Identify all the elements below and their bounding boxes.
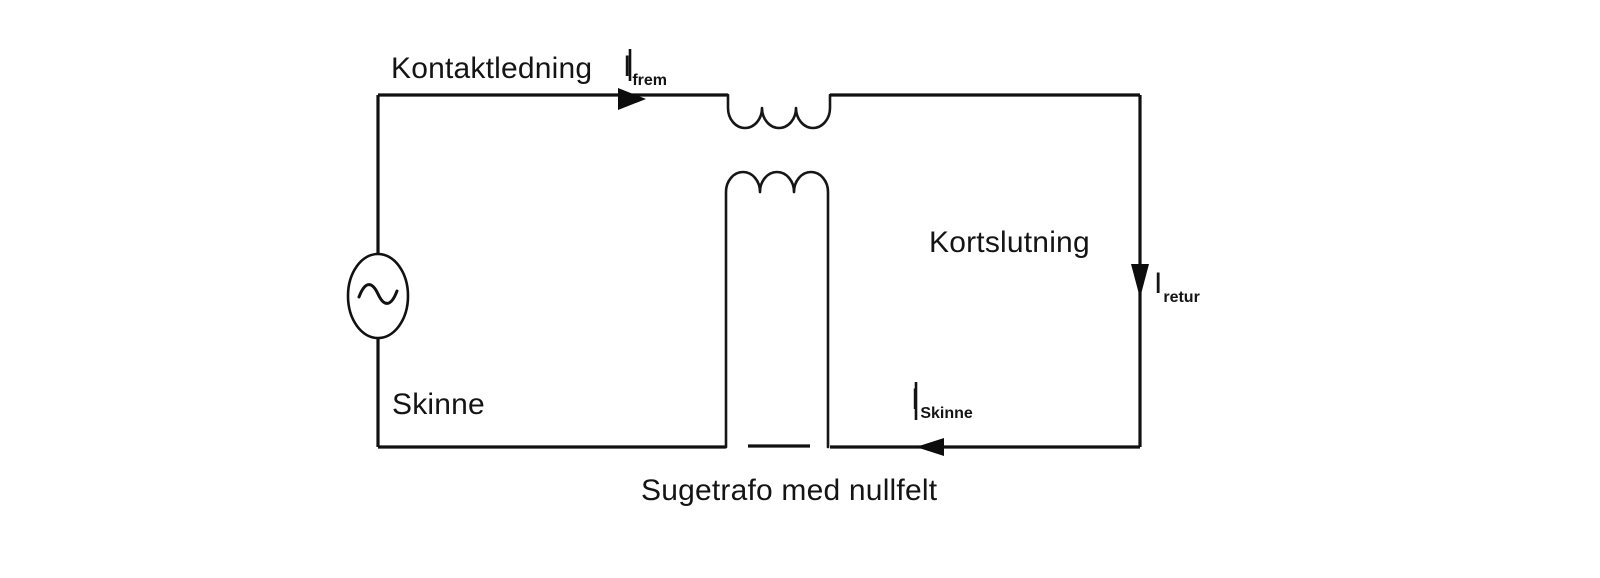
current-label-frem: Ifrem <box>623 50 667 89</box>
current-arrow-frem <box>618 88 646 110</box>
current-subscript-frem: frem <box>632 72 668 90</box>
current-arrow-skinne <box>916 438 944 456</box>
current-label-retur: Iretur <box>1154 267 1200 306</box>
current-subscript-retur: retur <box>1163 289 1200 307</box>
current-subscript-skinne: Skinne <box>920 405 973 423</box>
current-arrow-retur <box>1131 264 1149 298</box>
label-skinne: Skinne <box>392 388 485 421</box>
label-kontaktledning: Kontaktledning <box>391 52 593 85</box>
secondary-winding-coil <box>724 170 830 449</box>
ac-source-sine-icon <box>357 283 399 305</box>
label-caption-sugetrafo: Sugetrafo med nullfelt <box>641 474 938 507</box>
current-symbol-frem: I <box>623 50 632 83</box>
current-symbol-retur: I <box>1154 267 1163 300</box>
current-symbol-skinne: I <box>911 383 920 416</box>
label-kortslutning: Kortslutning <box>929 226 1090 259</box>
current-label-skinne: ISkinne <box>911 383 973 422</box>
primary-winding-coil <box>726 93 832 130</box>
